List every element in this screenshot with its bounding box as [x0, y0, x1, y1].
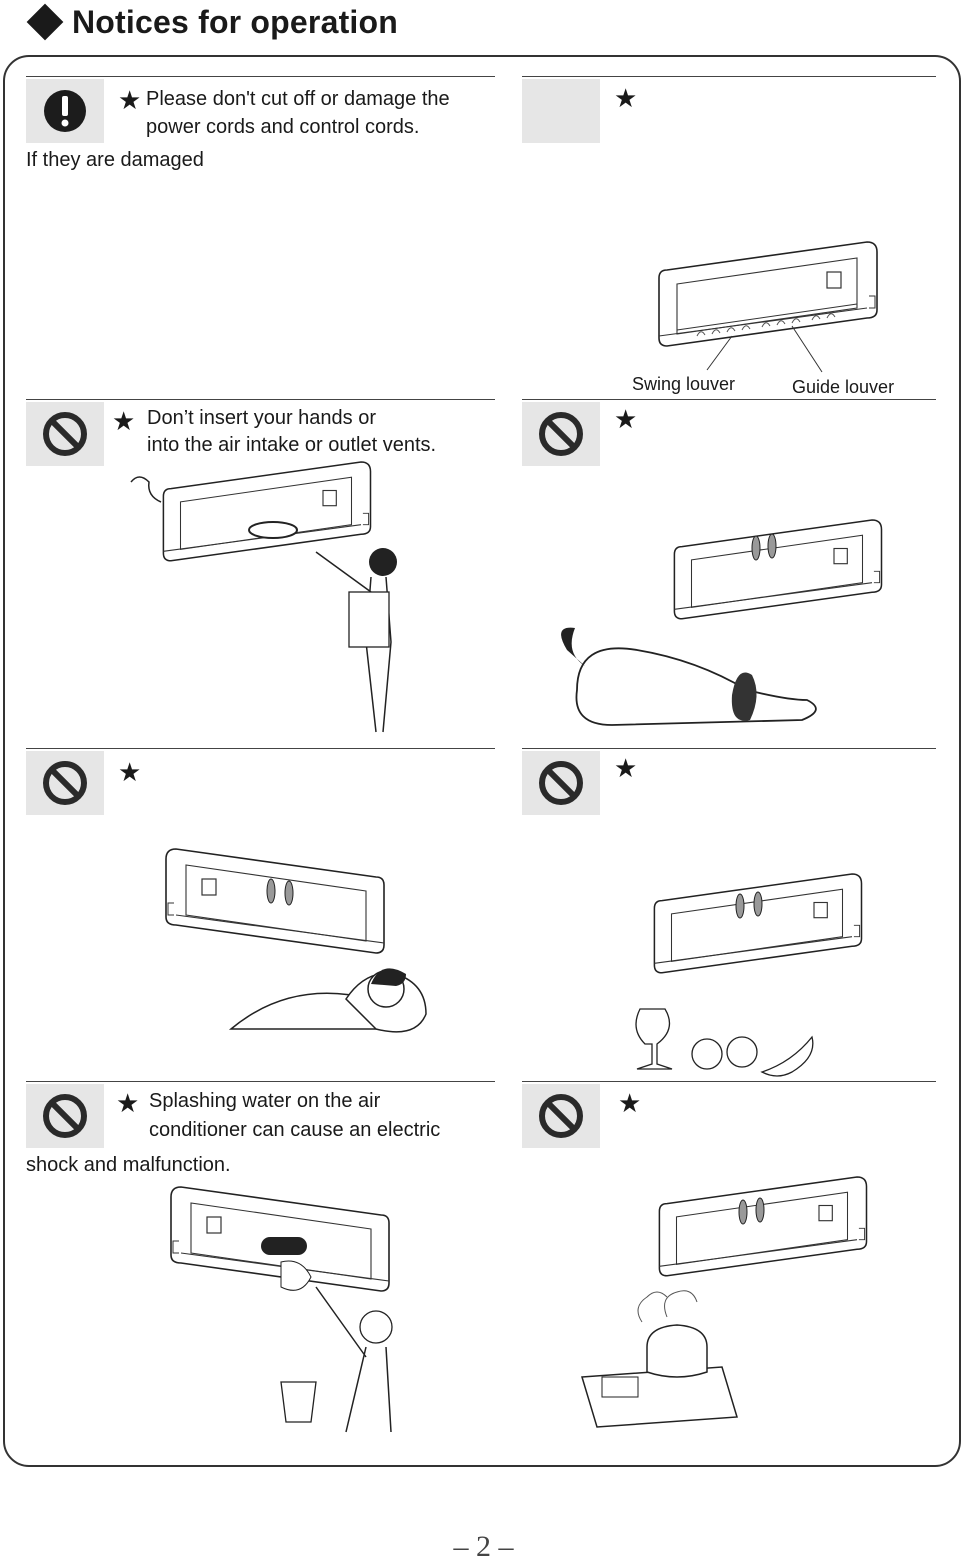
- content-frame: [3, 55, 961, 1467]
- prohibition-icon-box: [522, 402, 600, 466]
- notice-panel-sleeping: ★: [26, 748, 495, 1079]
- star-bullet-icon: ★: [118, 85, 142, 115]
- prohibition-icon: [41, 759, 89, 807]
- notice-panel-hands: ★ Don’t insert your hands or into the ai…: [26, 399, 495, 745]
- cooking-under-unit-illustration: [581, 1176, 868, 1428]
- prohibition-icon: [537, 759, 585, 807]
- notice-continuation: If they are damaged: [26, 149, 204, 171]
- star-bullet-icon: ★: [116, 1088, 140, 1118]
- notice-panel-power-cords: ★ Please don't cut off or damage the pow…: [26, 76, 495, 397]
- prohibition-icon: [537, 1092, 585, 1140]
- prohibition-icon-box: [522, 751, 600, 815]
- prohibition-icon: [537, 410, 585, 458]
- notice-panel-louvers: ★ Swing louver Guide louver: [522, 76, 936, 397]
- guide-louver-label: Guide louver: [792, 377, 895, 397]
- notice-text-line2: conditioner can cause an electric: [149, 1119, 441, 1141]
- page-number: – 2 –: [453, 1530, 514, 1563]
- notice-panel-pet: ★: [522, 399, 936, 745]
- notice-text-line2: into the air intake or outlet vents.: [147, 434, 437, 456]
- sleeping-person-illustration: [165, 848, 427, 1033]
- prohibition-icon-box: [26, 402, 104, 466]
- diamond-bullet-icon: [26, 3, 64, 41]
- food-under-unit-illustration: [635, 873, 863, 1077]
- water-splash-illustration: [170, 1186, 393, 1433]
- star-bullet-icon: ★: [118, 757, 142, 787]
- page-title: Notices for operation: [72, 3, 399, 40]
- prohibition-icon-box: [26, 751, 104, 815]
- notice-text-line2: power cords and control cords.: [146, 116, 420, 138]
- star-bullet-icon: ★: [112, 406, 136, 436]
- prohibition-icon: [41, 410, 89, 458]
- star-bullet-icon: ★: [618, 1088, 642, 1118]
- page-heading: Notices for operation: [24, 0, 398, 44]
- notice-panel-food: ★: [522, 748, 936, 1079]
- notice-text-line1: Splashing water on the air: [149, 1090, 381, 1112]
- hand-in-vent-illustration: [130, 461, 397, 733]
- notice-text-line1: Don’t insert your hands or: [147, 407, 377, 429]
- swing-louver-label: Swing louver: [632, 374, 736, 394]
- notice-continuation: shock and malfunction.: [26, 1154, 231, 1176]
- notice-panel-water: ★ Splashing water on the air conditioner…: [26, 1081, 495, 1442]
- pet-under-unit-illustration: [561, 519, 883, 726]
- star-bullet-icon: ★: [614, 753, 638, 783]
- caution-icon-box: [26, 79, 104, 143]
- star-bullet-icon: ★: [614, 404, 638, 434]
- blank-icon-box: [522, 79, 600, 143]
- star-bullet-icon: ★: [614, 83, 638, 113]
- indoor-unit-illustration: [658, 241, 878, 373]
- notice-panel-cooking: ★: [522, 1081, 936, 1442]
- prohibition-icon-box: [522, 1084, 600, 1148]
- exclamation-icon: [44, 90, 86, 132]
- notice-text-line1: Please don't cut off or damage the: [146, 88, 450, 110]
- prohibition-icon: [41, 1092, 89, 1140]
- prohibition-icon-box: [26, 1084, 104, 1148]
